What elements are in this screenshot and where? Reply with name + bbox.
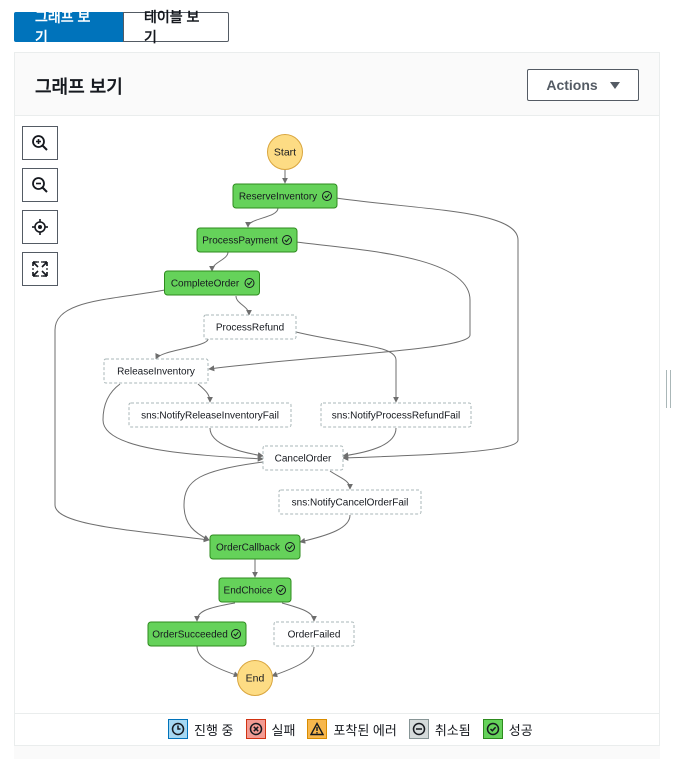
clock-icon <box>168 719 188 739</box>
legend-cancelled-label: 취소됨 <box>434 722 471 738</box>
succeeded-to-end-edge <box>196 645 240 678</box>
success-check-icon <box>282 235 292 245</box>
refund-to-notifyrefund-edge <box>295 331 399 403</box>
warning-icon <box>307 719 328 739</box>
endchoice-to-failed-edge <box>281 602 317 622</box>
notifycancel-to-callback-edge <box>299 514 351 544</box>
state-order-succeeded[interactable]: OrderSucceeded <box>147 621 247 647</box>
state-process-refund-label: ProcessRefund <box>216 323 284 334</box>
complete-to-refund-edge <box>235 295 252 316</box>
state-end-choice[interactable]: EndChoice <box>218 577 292 603</box>
panel-header: 그래프 보기 Actions <box>15 52 659 116</box>
panel-footer <box>14 745 660 759</box>
state-process-payment[interactable]: ProcessPayment <box>196 227 298 253</box>
notifyrelease-to-cancel-edge <box>209 427 264 459</box>
refund-to-release-edge <box>155 338 209 360</box>
legend-caught-error-label: 포착된 에러 <box>333 722 397 738</box>
notifyrefund-to-cancel-edge <box>342 427 397 459</box>
cancelled-icon <box>408 719 429 739</box>
release-to-notifyrelease-edge <box>197 383 213 403</box>
zoom-out-icon <box>32 177 48 193</box>
payment-to-release-edge <box>208 241 471 372</box>
caret-down-icon <box>609 81 620 89</box>
cancel-to-callback-edge <box>183 461 264 541</box>
state-notify-cancel-order-fail-label: sns:NotifyCancelOrderFail <box>292 498 409 509</box>
zoom-in-button[interactable] <box>22 126 58 160</box>
zoom-out-button[interactable] <box>22 168 58 202</box>
legend-cancelled: 취소됨 <box>408 719 471 739</box>
state-notify-release-inventory-fail[interactable]: sns:NotifyReleaseInventoryFail <box>128 402 292 428</box>
legend-succeeded: 성공 <box>482 719 533 739</box>
state-complete-order-label: CompleteOrder <box>171 279 240 290</box>
actions-label: Actions <box>546 77 598 93</box>
state-end-choice-label: EndChoice <box>224 586 273 597</box>
success-check-icon <box>231 629 241 639</box>
state-complete-order[interactable]: CompleteOrder <box>164 270 260 296</box>
state-end-label: End <box>246 673 265 685</box>
legend-failed: 실패 <box>245 719 296 739</box>
state-process-payment-label: ProcessPayment <box>202 236 278 247</box>
complete-to-callback-edge <box>54 289 210 543</box>
tab-graph-view[interactable]: 그래프 보기 <box>14 9 123 45</box>
state-notify-release-inventory-fail-label: sns:NotifyReleaseInventoryFail <box>141 411 279 422</box>
state-notify-process-refund-fail[interactable]: sns:NotifyProcessRefundFail <box>320 402 472 428</box>
legend-failed-label: 실패 <box>271 722 296 738</box>
reserve-to-canceled-edge <box>335 197 519 461</box>
fit-screen-button[interactable] <box>22 252 58 286</box>
legend-caught-error: 포착된 에러 <box>307 719 397 739</box>
state-order-failed[interactable]: OrderFailed <box>273 621 355 647</box>
payment-to-complete-edge <box>209 251 229 272</box>
actions-button[interactable]: Actions <box>527 69 639 101</box>
state-release-inventory-label: ReleaseInventory <box>117 367 195 378</box>
state-notify-process-refund-fail-label: sns:NotifyProcessRefundFail <box>332 411 460 422</box>
resize-handle[interactable] <box>666 370 671 408</box>
success-check-icon <box>285 542 295 552</box>
state-order-succeeded-label: OrderSucceeded <box>152 630 228 641</box>
center-button[interactable] <box>22 210 58 244</box>
failed-to-end-edge <box>271 646 315 678</box>
legend-in-progress-label: 진행 중 <box>194 722 234 738</box>
state-cancel-order-label: CancelOrder <box>275 454 332 465</box>
state-order-callback[interactable]: OrderCallback <box>209 534 301 560</box>
state-reserve-inventory-label: ReserveInventory <box>239 192 317 203</box>
state-process-refund[interactable]: ProcessRefund <box>203 314 297 340</box>
state-notify-cancel-order-fail[interactable]: sns:NotifyCancelOrderFail <box>278 489 422 515</box>
state-order-callback-label: OrderCallback <box>216 543 281 554</box>
legend-succeeded-label: 성공 <box>508 722 533 738</box>
state-start-label: Start <box>274 147 296 159</box>
cancel-to-notifycancel-edge <box>329 470 353 490</box>
success-check-icon <box>276 585 286 595</box>
state-cancel-order[interactable]: CancelOrder <box>262 445 344 471</box>
endchoice-to-succeeded-edge <box>194 602 236 622</box>
release-to-cancel-edge <box>102 383 264 462</box>
state-end[interactable]: End <box>237 660 273 696</box>
legend-bar: 진행 중 실패 포착된 에러 취소됨 성공 <box>14 713 660 745</box>
success-check-icon <box>482 719 503 739</box>
success-check-icon <box>244 278 255 288</box>
state-release-inventory[interactable]: ReleaseInventory <box>103 358 209 384</box>
fit-screen-icon <box>32 261 48 277</box>
state-start[interactable]: Start <box>267 134 303 170</box>
status-legend: 진행 중 실패 포착된 에러 취소됨 성공 <box>168 719 533 739</box>
panel-title: 그래프 보기 <box>35 77 123 97</box>
success-check-icon <box>322 191 332 201</box>
tab-table-view[interactable]: 테이블 보기 <box>123 9 229 45</box>
reserve-to-payment-edge <box>245 207 279 228</box>
zoom-in-icon <box>32 135 48 151</box>
state-reserve-inventory[interactable]: ReserveInventory <box>232 183 338 209</box>
legend-in-progress: 진행 중 <box>168 719 234 739</box>
state-order-failed-label: OrderFailed <box>288 630 341 641</box>
failed-icon <box>245 719 266 739</box>
view-tabs: 그래프 보기 테이블 보기 <box>14 9 229 45</box>
center-icon <box>32 219 48 235</box>
